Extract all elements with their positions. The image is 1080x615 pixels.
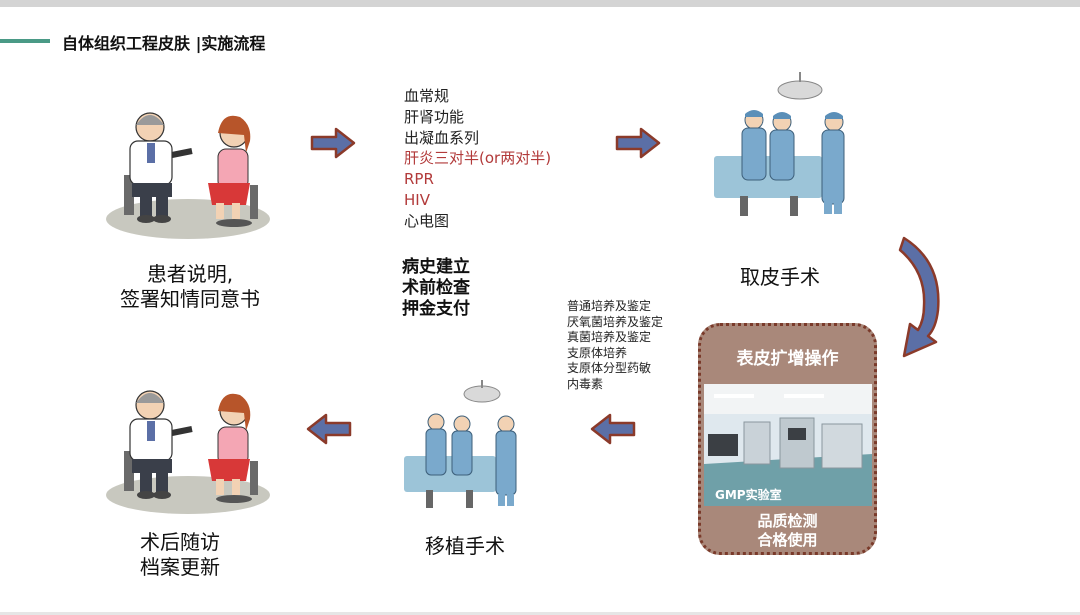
lab-test-item: 肝肾功能 (404, 107, 465, 126)
step-followup-line1: 术后随访 (140, 530, 220, 554)
pre-op-item: 术前检查 (402, 278, 470, 298)
transplant-surgery-illustration (404, 380, 517, 508)
pre-op-steps: 病史建立 术前检查 押金支付 (402, 257, 470, 320)
lab-test-item: 出凝血系列 (404, 128, 480, 147)
pre-op-item: 押金支付 (402, 299, 470, 319)
step-followup-line2: 档案更新 (140, 555, 220, 579)
culture-test-item: 普通培养及鉴定 (567, 299, 652, 313)
lab-test-item: 血常规 (404, 87, 450, 105)
gmp-footer-line2: 合格使用 (757, 531, 818, 549)
bottom-border (0, 612, 1080, 615)
step-consult-line1: 患者说明, (146, 262, 234, 286)
top-border (0, 0, 1080, 7)
step-consult-caption: 患者说明, 签署知情同意书 (110, 262, 270, 312)
culture-test-item: 内毒素 (567, 376, 604, 391)
step-harvest-caption: 取皮手术 (740, 265, 820, 289)
arrow-right-icon (615, 127, 661, 159)
followup-illustration (106, 390, 270, 514)
lab-test-list: 血常规 肝肾功能 出凝血系列 肝炎三对半(or两对半) RPR HIV 心电图 (404, 86, 551, 232)
pre-op-item: 病史建立 (402, 257, 470, 277)
gmp-title: 表皮扩增操作 (736, 349, 839, 369)
culture-test-list: 普通培养及鉴定 厌氧菌培养及鉴定 真菌培养及鉴定 支原体培养 支原体分型药敏 内… (567, 299, 663, 393)
culture-test-item: 真菌培养及鉴定 (567, 330, 652, 345)
gmp-process-box: 表皮扩增操作 GMP实验室 品质检测 合格使用 (698, 323, 877, 555)
surgery-illustration (714, 72, 845, 216)
lab-test-item-highlight: HIV (404, 190, 430, 209)
culture-test-item: 厌氧菌培养及鉴定 (567, 314, 664, 329)
lab-test-item-highlight: 肝炎三对半(or两对半) (404, 149, 552, 168)
lab-test-item: 心电图 (404, 211, 450, 230)
arrow-left-icon (590, 413, 636, 445)
curved-arrow-down-icon (898, 236, 940, 358)
gmp-lab-photo (704, 384, 872, 506)
culture-test-item: 支原体培养 (567, 345, 628, 360)
step-consult-line2: 签署知情同意书 (120, 287, 260, 311)
gmp-footer: 品质检测 合格使用 (701, 512, 874, 550)
gmp-photo-label: GMP实验室 (715, 488, 782, 502)
arrow-right-icon (310, 127, 356, 159)
arrow-left-icon (306, 413, 352, 445)
culture-test-item: 支原体分型药敏 (567, 361, 652, 376)
consultation-illustration (106, 112, 270, 239)
step-transplant-caption: 移植手术 (425, 534, 505, 558)
lab-test-item-highlight: RPR (404, 170, 434, 189)
gmp-footer-line1: 品质检测 (757, 512, 818, 530)
title-accent-line (0, 39, 50, 43)
page-title: 自体组织工程皮肤 |实施流程 (62, 34, 266, 53)
step-followup-caption: 术后随访 档案更新 (120, 530, 240, 580)
